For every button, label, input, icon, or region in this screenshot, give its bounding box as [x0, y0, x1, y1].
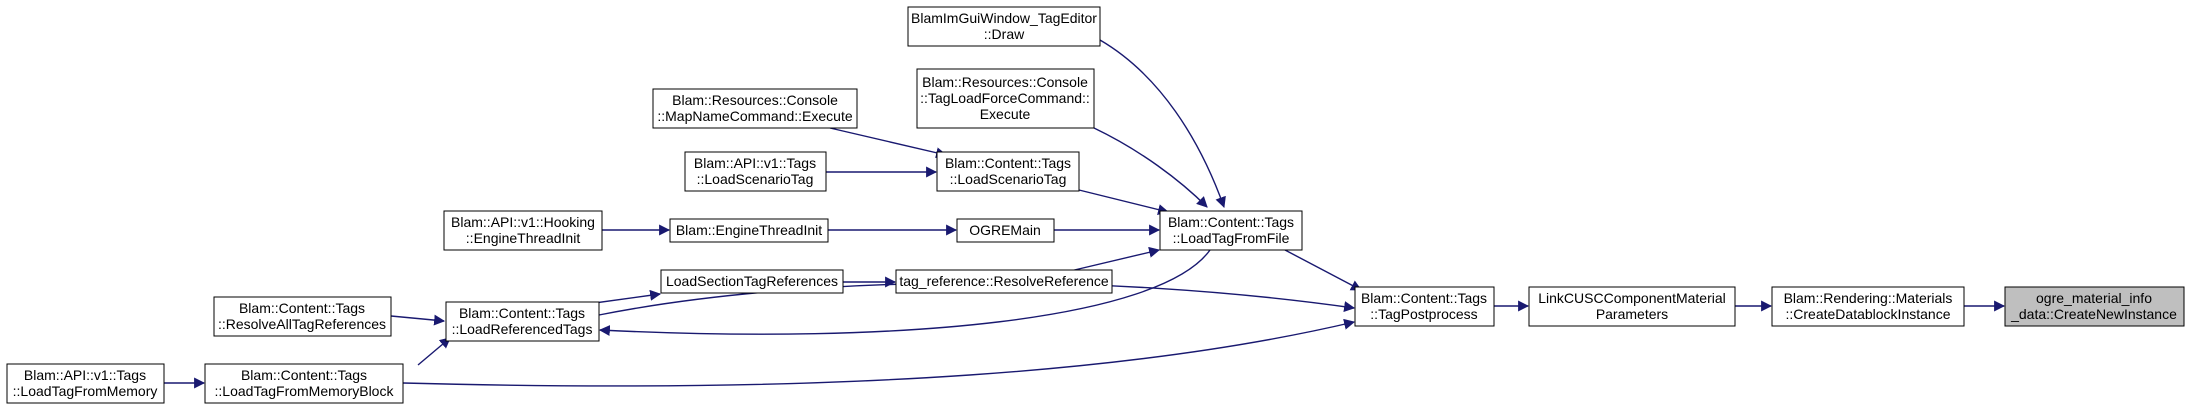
node-label-line2: ::LoadTagFromMemory — [13, 383, 158, 399]
node-tageditor-draw[interactable]: BlamImGuiWindow_TagEditor ::Draw — [907, 6, 1101, 47]
node-label-line2: ::LoadTagFromMemoryBlock — [215, 383, 395, 399]
node-box — [669, 218, 829, 243]
node-label-line2: ::Draw — [984, 26, 1025, 42]
node-box — [1771, 286, 1965, 327]
node-box — [6, 363, 165, 404]
node-box — [213, 296, 392, 337]
node-label-line1: Blam::Content::Tags — [239, 300, 365, 316]
node-box — [895, 269, 1113, 294]
node-loadtagfrommemoryblock[interactable]: Blam::Content::Tags ::LoadTagFromMemoryB… — [204, 363, 404, 404]
edge-content-loadscenariotag-to-loadtagfromfile — [1078, 189, 1170, 215]
node-mapname-execute[interactable]: Blam::Resources::Console ::MapNameComman… — [652, 88, 858, 129]
node-label-line1: Blam::API::v1::Hooking — [451, 214, 595, 230]
node-tagloadforce-execute[interactable]: Blam::Resources::Console ::TagLoadForceC… — [916, 68, 1095, 129]
node-label-line2: ::LoadTagFromFile — [1173, 230, 1290, 246]
node-box — [684, 151, 827, 192]
node-box — [660, 269, 844, 294]
node-label-line2: ::LoadReferencedTags — [452, 321, 593, 337]
node-box — [652, 88, 858, 129]
node-label-line1: BlamImGuiWindow_TagEditor — [911, 10, 1097, 26]
node-box — [907, 6, 1101, 47]
node-label-line1: LinkCUSCComponentMaterial — [1538, 290, 1726, 306]
node-label-line1: LoadSectionTagReferences — [666, 273, 838, 289]
node-box — [956, 218, 1055, 243]
node-label-line2: _data::CreateNewInstance — [2010, 306, 2177, 322]
node-label-line2: Parameters — [1596, 306, 1668, 322]
node-label-line1: Blam::Content::Tags — [945, 155, 1071, 171]
node-label-line1: Blam::API::v1::Tags — [694, 155, 816, 171]
edge-loadtagfromfile-to-loadreferencedtags — [598, 249, 1211, 336]
node-label-line1: Blam::Content::Tags — [241, 367, 367, 383]
node-content-loadscenariotag[interactable]: Blam::Content::Tags ::LoadScenarioTag — [936, 151, 1080, 192]
node-label-line3: Execute — [980, 106, 1031, 122]
node-tagpostprocess[interactable]: Blam::Content::Tags ::TagPostprocess — [1354, 286, 1495, 327]
node-api-enginethreadinit[interactable]: Blam::API::v1::Hooking ::EngineThreadIni… — [443, 210, 603, 251]
node-label-line1: Blam::API::v1::Tags — [24, 367, 146, 383]
node-loadreferencedtags[interactable]: Blam::Content::Tags ::LoadReferencedTags — [445, 301, 600, 342]
node-loadsectiontagreferences[interactable]: LoadSectionTagReferences — [660, 269, 844, 294]
node-loadtagfromfile[interactable]: Blam::Content::Tags ::LoadTagFromFile — [1159, 210, 1303, 251]
node-box — [936, 151, 1080, 192]
node-label-line2: ::TagPostprocess — [1370, 306, 1477, 322]
node-box — [916, 68, 1095, 129]
edge-loadtagfromfile-to-tagpostprocess — [1284, 249, 1362, 291]
node-blam-enginethreadinit[interactable]: Blam::EngineThreadInit — [669, 218, 829, 243]
node-box — [204, 363, 404, 404]
node-box — [1159, 210, 1303, 251]
node-createnewinstance[interactable]: ogre_material_info _data::CreateNewInsta… — [2004, 286, 2185, 327]
node-label-line2: ::TagLoadForceCommand:: — [920, 90, 1090, 106]
node-label-line1: Blam::Content::Tags — [1168, 214, 1294, 230]
node-linkcusc[interactable]: LinkCUSCComponentMaterial Parameters — [1528, 286, 1736, 327]
node-label-line2: ::EngineThreadInit — [466, 230, 581, 246]
node-label-line1: ogre_material_info — [2036, 290, 2152, 306]
node-api-loadscenariotag[interactable]: Blam::API::v1::Tags ::LoadScenarioTag — [684, 151, 827, 192]
node-label-line1: tag_reference::ResolveReference — [899, 273, 1109, 289]
edge-resolvealltagreferences-to-loadreferencedtags — [390, 314, 446, 326]
node-box — [1528, 286, 1736, 327]
node-label-line1: OGREMain — [969, 222, 1041, 238]
node-label-line2: ::CreateDatablockInstance — [1786, 306, 1951, 322]
node-ogremain[interactable]: OGREMain — [956, 218, 1055, 243]
node-label-line1: Blam::Content::Tags — [459, 305, 585, 321]
node-label-line1: Blam::Rendering::Materials — [1784, 290, 1953, 306]
node-label-line2: ::ResolveAllTagReferences — [218, 316, 386, 332]
edge-resolvereference-to-loadtagfromfile — [1065, 246, 1161, 273]
node-label-line1: Blam::Resources::Console — [672, 92, 838, 108]
node-label-line2: ::MapNameCommand::Execute — [657, 108, 853, 124]
node-resolvereference[interactable]: tag_reference::ResolveReference — [895, 269, 1113, 294]
node-label-line1: Blam::Resources::Console — [922, 74, 1088, 90]
node-resolvealltagreferences[interactable]: Blam::Content::Tags ::ResolveAllTagRefer… — [213, 296, 392, 337]
node-label-line1: Blam::EngineThreadInit — [676, 222, 822, 238]
edge-loadtagfrommemoryblock-to-loadreferencedtags — [417, 337, 451, 366]
node-box — [443, 210, 603, 251]
node-api-loadtagfrommemory[interactable]: Blam::API::v1::Tags ::LoadTagFromMemory — [6, 363, 165, 404]
node-label-line2: ::LoadScenarioTag — [697, 171, 814, 187]
node-box — [1354, 286, 1495, 327]
edge-tageditor-to-loadtagfromfile — [1099, 39, 1226, 209]
node-box — [2004, 286, 2185, 327]
node-createdatablockinstance[interactable]: Blam::Rendering::Materials ::CreateDatab… — [1771, 286, 1965, 327]
edge-loadtagfrommemoryblock-to-tagpostprocess — [402, 318, 1356, 387]
node-label-line2: ::LoadScenarioTag — [950, 171, 1067, 187]
node-label-line1: Blam::Content::Tags — [1361, 290, 1487, 306]
edge-mapname-to-content-loadscenariotag — [829, 127, 948, 159]
edge-tagloadforce-to-loadtagfromfile — [1093, 127, 1208, 208]
node-box — [445, 301, 600, 342]
